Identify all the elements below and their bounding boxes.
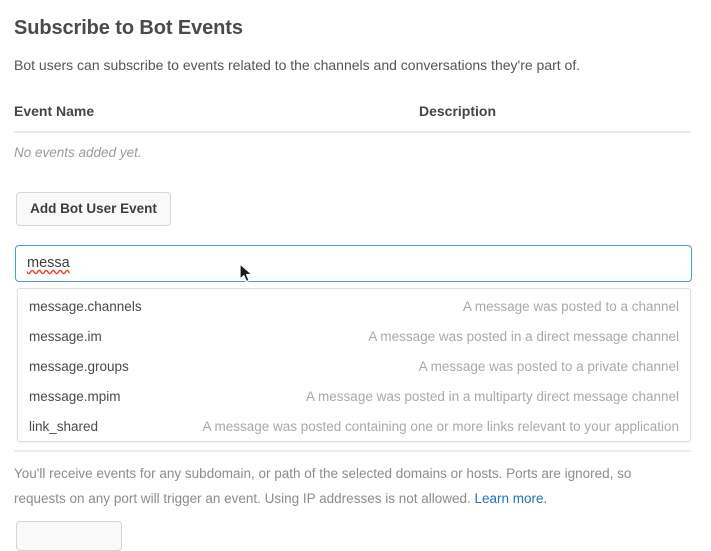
page-subtitle: Bot users can subscribe to events relate… [14, 57, 581, 73]
event-suggestion-option[interactable]: message.im A message was posted in a dir… [18, 321, 690, 351]
bot-events-settings-page: Subscribe to Bot Events Bot users can su… [14, 17, 692, 551]
event-suggestion-option[interactable]: link_shared A message was posted contain… [18, 411, 690, 441]
event-suggestion-name: message.mpim [29, 388, 121, 404]
event-suggestions-dropdown[interactable]: message.channels A message was posted to… [17, 288, 691, 442]
event-suggestion-description: A message was posted to a private channe… [418, 358, 679, 374]
events-table-header: Event Name Description [14, 103, 691, 123]
footer-help-text: You'll receive events for any subdomain,… [14, 461, 674, 511]
event-suggestion-description: A message was posted in a direct message… [368, 328, 679, 344]
event-suggestion-name: link_shared [29, 418, 99, 434]
event-suggestion-name: message.channels [29, 298, 142, 314]
event-suggestion-name: message.im [29, 328, 102, 344]
column-header-description: Description [419, 103, 497, 119]
event-suggestion-description: A message was posted in a multiparty dir… [306, 388, 679, 404]
add-bot-user-event-button[interactable]: Add Bot User Event [16, 192, 171, 226]
event-suggestion-description: A message was posted to a channel [462, 298, 679, 314]
footer-help-sentence: You'll receive events for any subdomain,… [14, 466, 632, 506]
event-suggestion-option[interactable]: message.channels A message was posted to… [18, 291, 690, 321]
footer-divider [14, 450, 691, 452]
event-suggestion-option[interactable]: message.groups A message was posted to a… [18, 351, 690, 381]
events-table-divider [14, 131, 691, 133]
event-suggestion-name: message.groups [29, 358, 129, 374]
events-empty-message: No events added yet. [14, 145, 142, 160]
footer-action-button[interactable] [16, 521, 122, 551]
event-search-input[interactable] [15, 245, 692, 282]
column-header-event-name: Event Name [14, 103, 95, 119]
event-suggestion-description: A message was posted containing one or m… [202, 418, 679, 434]
learn-more-link[interactable]: Learn more. [474, 491, 548, 506]
event-suggestion-option[interactable]: message.mpim A message was posted in a m… [18, 381, 690, 411]
page-title: Subscribe to Bot Events [14, 17, 243, 39]
